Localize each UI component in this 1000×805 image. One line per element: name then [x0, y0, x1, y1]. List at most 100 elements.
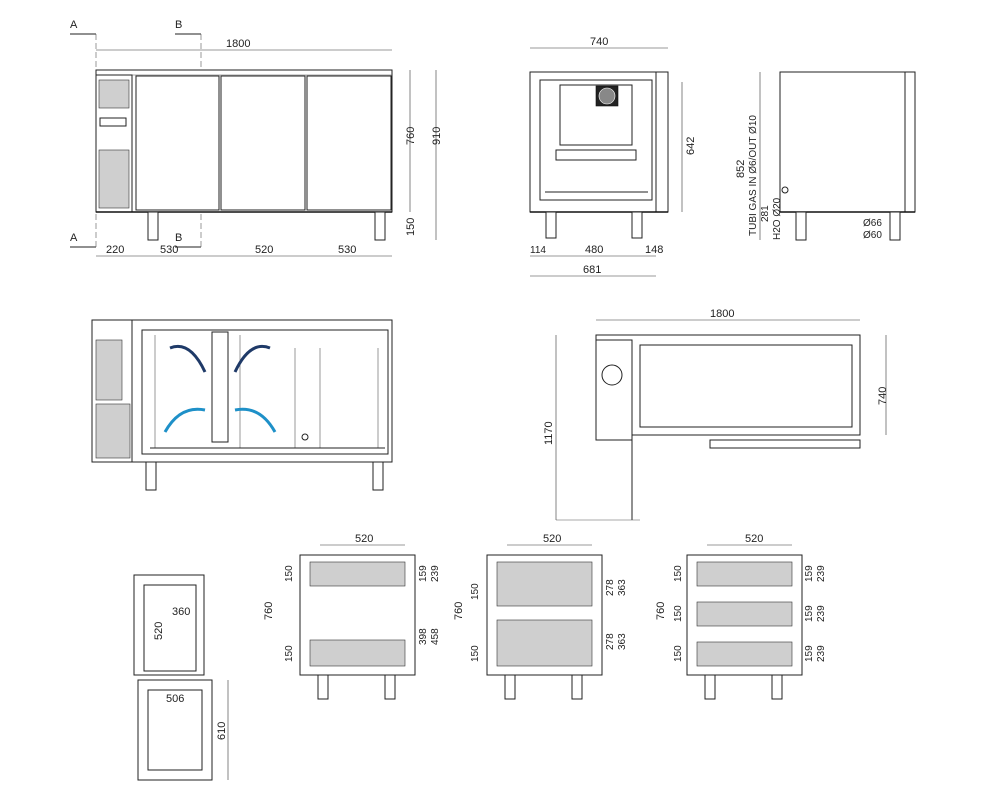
side-view: 740 642 114 480 148 681 — [529, 36, 697, 277]
plan-interior — [639, 344, 853, 428]
dim-side-642: 642 — [685, 137, 697, 155]
dim-right-diam-60: Ø60 — [863, 230, 882, 241]
drawer-view-1: 520 760 150 150 159 239 398 458 — [263, 533, 441, 700]
dim-side-480: 480 — [585, 244, 603, 256]
door-detail-stand-interior — [147, 689, 203, 771]
drawer1-lower-drawer — [309, 639, 406, 667]
side-leg-left — [545, 211, 557, 239]
plan-view: 1800 1170 740 — [543, 308, 889, 521]
drawer-view-3: 520 760 150 150 150 159 239 159 239 159 … — [655, 533, 827, 700]
drawer1-leg-left — [317, 674, 329, 700]
drawer1-upper-drawer — [309, 561, 406, 587]
dim-drawer3-right-5: 159 — [804, 645, 815, 662]
section-compressor — [95, 403, 131, 459]
drawer2-upper-drawer — [496, 561, 593, 607]
dim-drawer3-right-6: 239 — [816, 645, 827, 662]
section-label-b-top: B — [175, 19, 182, 31]
dim-side-114: 114 — [530, 245, 546, 256]
section-interior — [141, 329, 389, 455]
dim-drawer1-right-1: 159 — [418, 565, 429, 582]
dim-drawer3-right-2: 239 — [816, 565, 827, 582]
dim-drawer3-left-1: 150 — [673, 565, 684, 582]
cold-air-arrow-left-icon — [163, 407, 206, 433]
dim-drawer3-width: 520 — [745, 533, 763, 545]
dim-drawer1-left-2: 150 — [284, 645, 295, 662]
section-leg-left — [145, 461, 157, 491]
front-door-2 — [220, 75, 306, 211]
front-lower-grille — [98, 149, 130, 209]
dim-drawer2-right-2: 363 — [617, 579, 628, 596]
dim-plan-1800: 1800 — [710, 308, 734, 320]
dim-bottom-530b: 530 — [338, 244, 356, 256]
side-drip-tray — [555, 149, 637, 161]
door-detail-interior — [143, 584, 197, 672]
dim-drawer1-mid-1: 398 — [418, 628, 429, 645]
dim-drawer2-left-2: 150 — [470, 645, 481, 662]
section-label-a-top: A — [70, 19, 78, 31]
dim-base-610: 610 — [216, 722, 228, 740]
dim-drawer1-left-1: 150 — [284, 565, 295, 582]
warm-air-arrow-left-icon — [169, 345, 207, 373]
dim-plan-1170: 1170 — [543, 421, 555, 445]
dim-right-281: 281 — [760, 205, 771, 222]
dim-drawer3-right-1: 159 — [804, 565, 815, 582]
front-view: A B A B 1800 760 910 150 — [70, 19, 443, 257]
internal-section-view — [91, 319, 393, 491]
section-drain-icon — [301, 433, 309, 441]
front-door-3 — [306, 75, 392, 211]
right-side-view: 852 TUBI GAS IN Ø6/OUT Ø10 281 H2O Ø20 Ø… — [735, 71, 916, 241]
dim-drawer2-width: 520 — [543, 533, 561, 545]
drawer2-leg-right — [571, 674, 583, 700]
dim-front-height-910: 910 — [431, 127, 443, 145]
dim-drawer1-width: 520 — [355, 533, 373, 545]
dim-drawer2-height: 760 — [453, 602, 465, 620]
dim-drawer2-left-1: 150 — [470, 583, 481, 600]
right-leg-right — [889, 211, 901, 241]
front-leg-right — [374, 211, 386, 241]
section-upper-grille — [95, 339, 123, 401]
dim-drawer2-right-4: 363 — [617, 633, 628, 650]
front-door-1 — [135, 75, 220, 211]
dim-right-852: 852 — [735, 160, 747, 178]
dim-side-148: 148 — [645, 244, 663, 256]
drawer3-leg-right — [771, 674, 783, 700]
door-detail-view: 360 520 506 610 — [133, 574, 229, 781]
right-water-label: H2O Ø20 — [772, 197, 783, 240]
dim-door-360: 360 — [172, 606, 190, 618]
side-leg-right — [631, 211, 643, 239]
section-label-a-bottom: A — [70, 232, 78, 244]
dim-drawer3-right-4: 239 — [816, 605, 827, 622]
drawer2-leg-left — [504, 674, 516, 700]
side-door — [655, 71, 669, 213]
dim-drawer3-right-3: 159 — [804, 605, 815, 622]
dim-plan-740: 740 — [877, 387, 889, 405]
section-evaporator-column — [211, 331, 229, 443]
dim-drawer3-height: 760 — [655, 602, 667, 620]
section-leg-right — [372, 461, 384, 491]
dim-drawer2-right-3: 278 — [605, 633, 616, 650]
dim-bottom-520: 520 — [255, 244, 273, 256]
dim-bottom-220: 220 — [106, 244, 124, 256]
dim-front-height-150: 150 — [405, 218, 417, 236]
drawer-view-2: 520 760 150 150 278 363 278 363 — [453, 533, 628, 700]
drawer3-leg-left — [704, 674, 716, 700]
front-leg-left — [147, 211, 159, 241]
plan-machine-compartment — [595, 339, 633, 441]
dim-drawer3-left-2: 150 — [673, 605, 684, 622]
dim-base-506: 506 — [166, 693, 184, 705]
drawer2-lower-drawer — [496, 619, 593, 667]
drawer3-upper-drawer — [696, 561, 793, 587]
gas-pipe-connection-icon — [781, 186, 789, 194]
dim-drawer1-mid-2: 458 — [430, 628, 441, 645]
plan-compressor-icon — [601, 364, 623, 386]
dim-bottom-530a: 530 — [160, 244, 178, 256]
dim-door-520: 520 — [153, 622, 165, 640]
dim-drawer1-right-2: 239 — [430, 565, 441, 582]
dim-drawer2-right-1: 278 — [605, 579, 616, 596]
section-label-b-bottom: B — [175, 232, 182, 244]
right-pipes-label: TUBI GAS IN Ø6/OUT Ø10 — [748, 115, 759, 236]
dim-front-width: 1800 — [226, 38, 250, 50]
dim-front-height-760: 760 — [405, 127, 417, 145]
